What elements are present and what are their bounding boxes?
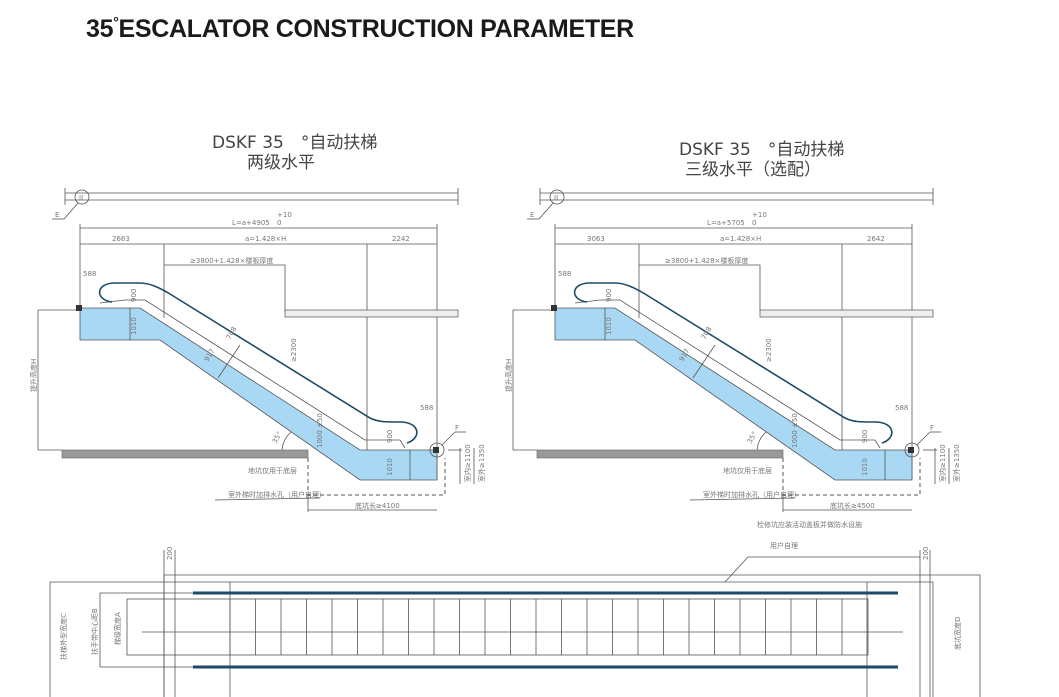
label-width-c: 扶梯外型宽度C [59,613,68,660]
dim-upper-588: 588 [83,270,96,278]
dim-200-left: 200 [166,547,174,560]
dim-2300: ≥2300 [290,338,298,362]
tolerance-plus: +10 [277,211,292,219]
section-drawing-three-level: DSKF 35 °自动扶梯 三级水平（选配） II E F L=a+5705 +… [504,140,961,513]
dim-708: 708 [700,325,714,341]
dim-900-lower: 900 [386,430,394,443]
dim-upper-588: 588 [558,270,571,278]
dim-clearance: ≥3800+1.428×楼板厚度 [190,256,273,265]
dim-900-upper: 900 [130,289,138,302]
dim-left: 2663 [112,235,130,243]
angle-label: 35° [271,430,284,445]
drawing-subheading: 三级水平（选配） [685,160,821,180]
rise-label: 提升高度H [504,359,513,392]
outdoor-depth: 室外≥1350 [952,444,961,482]
pit-length: 底坑长≥4100 [355,501,400,510]
dim-left: 3063 [587,235,605,243]
plan-note-user: 用户自理 [770,541,798,550]
drawing-heading: DSKF 35 °自动扶梯 [212,133,377,153]
plan-view: 检修坑应装活动盖板并做防水设施 用户自理 200 200 扶梯外型宽度C 扶手带… [49,520,981,697]
dim-900-upper: 900 [605,289,613,302]
dim-mid: a=1.428×H [720,235,761,243]
label-step-a: 梯级宽度A [113,612,122,645]
drain-note: 室外梯时加排水孔（用户自理） [703,490,801,499]
pit-note: 地坑仅用于底层 [248,466,297,475]
dim-lower-588: 588 [895,404,908,412]
dim-1010-upper: 1010 [130,317,138,335]
dim-1010-lower: 1010 [861,458,869,476]
indoor-depth: 室内≥1100 [938,444,947,482]
dim-clearance: ≥3800+1.428×楼板厚度 [665,256,748,265]
tolerance-zero: 0 [752,219,756,227]
dim-lower-588: 588 [420,404,433,412]
pit-note: 地坑仅用于底层 [723,466,772,475]
dim-mid: a=1.428×H [245,235,286,243]
plan-note-cover: 检修坑应装活动盖板并做防水设施 [757,520,862,529]
dim-2300: ≥2300 [765,338,773,362]
dim-1010-lower: 1010 [386,458,394,476]
dim-1000: 1000 ±50 [316,413,324,448]
page-title: 35°ESCALATOR CONSTRUCTION PARAMETER [86,14,634,43]
detail-marker: II [554,194,558,202]
label-pit-d: 底坑宽度D [953,617,962,650]
dim-right: 2642 [867,235,885,243]
label-e: E [530,211,534,219]
dim-200-right: 200 [922,547,930,560]
label-f: F [455,424,459,432]
section-drawing-two-level: DSKF 35 °自动扶梯 两级水平 II E F L=a+4905 +10 0… [29,133,486,513]
tolerance-zero: 0 [277,219,281,227]
indoor-depth: 室内≥1100 [463,444,472,482]
label-f: F [930,424,934,432]
detail-marker: II [79,194,83,202]
outdoor-depth: 室外≥1350 [477,444,486,482]
dim-right: 2242 [392,235,410,243]
tolerance-plus: +10 [752,211,767,219]
drawing-subheading: 两级水平 [247,153,315,173]
dim-708: 708 [225,325,239,341]
rise-label: 提升高度H [29,359,38,392]
dim-1010-upper: 1010 [605,317,613,335]
dim-1000: 1000 ±50 [791,413,799,448]
pit-length: 底坑长≥4500 [830,501,875,510]
dim-total-length: L=a+5705 [707,219,745,227]
dim-total-length: L=a+4905 [232,219,270,227]
drawing-heading: DSKF 35 °自动扶梯 [679,140,844,160]
dim-900-lower: 900 [861,430,869,443]
label-e: E [55,211,59,219]
angle-label: 35° [746,430,759,445]
label-handrail-b: 扶手带中心距B [90,608,99,655]
drain-note: 室外梯时加排水孔（用户自理） [228,490,326,499]
